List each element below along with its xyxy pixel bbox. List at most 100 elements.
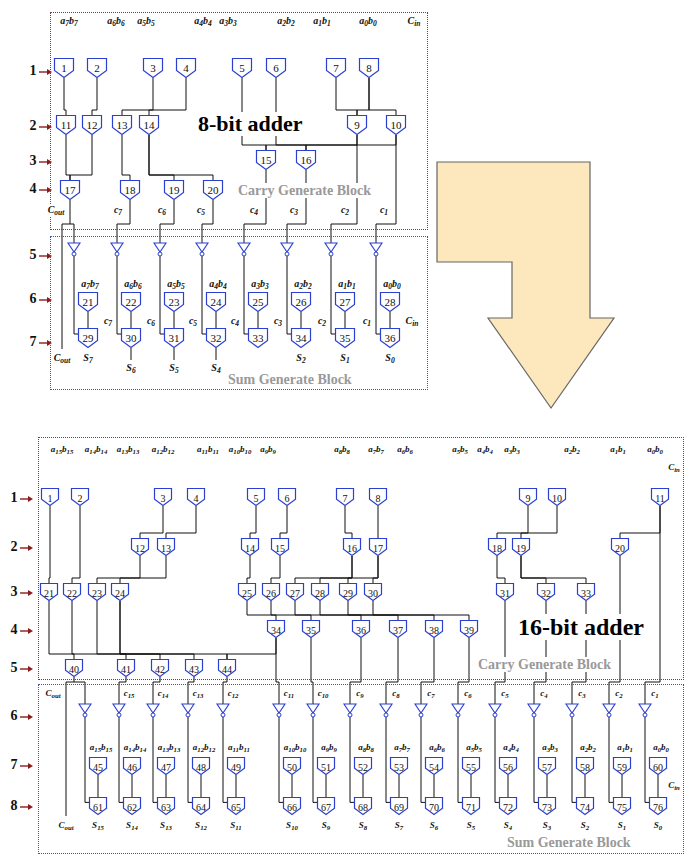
gate-box: 5	[247, 488, 265, 506]
gate-box: 53	[390, 757, 408, 775]
gate-outline	[463, 798, 480, 815]
signal-label: a4b4	[208, 278, 228, 290]
gate-outline	[186, 660, 203, 677]
signal-label: a7b7	[393, 742, 411, 752]
gate-box: 20	[611, 538, 629, 556]
inverter-symbol	[639, 704, 651, 713]
gate-outline	[152, 660, 169, 677]
gate-number: 33	[253, 332, 264, 344]
gate-box: 64	[192, 797, 210, 815]
gate-box: 14	[241, 538, 259, 556]
wire	[120, 601, 227, 659]
gate-box: 36	[352, 620, 370, 638]
gate-number: 20	[615, 543, 625, 554]
wire	[72, 601, 126, 659]
inverter-symbol	[196, 243, 208, 252]
gate-outline	[348, 116, 367, 135]
inverter-symbol	[643, 713, 647, 717]
gate-box: 6	[266, 58, 286, 78]
gate-outline	[292, 329, 311, 348]
gate-outline	[121, 181, 140, 200]
gate-box: 35	[302, 620, 320, 638]
gate-number: 11	[655, 493, 665, 504]
gate-box: 31	[164, 328, 184, 348]
gate-box: 50	[283, 757, 301, 775]
gate-outline	[355, 798, 372, 815]
signal-label: S5	[466, 820, 476, 830]
gate-box: 11	[651, 488, 669, 506]
gate-box: 42	[151, 659, 169, 677]
gate-outline	[312, 584, 329, 601]
gate-outline	[242, 539, 259, 556]
row-pointer	[20, 716, 29, 717]
gate-box: 45	[89, 757, 107, 775]
gate-number: 29	[83, 332, 94, 344]
wire	[622, 775, 623, 797]
gate-number: 45	[93, 762, 103, 773]
wire	[202, 200, 213, 334]
gate-number: 56	[503, 762, 513, 773]
block-title: Sum Generate Block	[226, 372, 354, 387]
gate-outline	[158, 758, 175, 775]
signal-label: a7b7	[59, 15, 79, 27]
row-number: 3	[29, 153, 38, 169]
signal-label: Cin	[407, 15, 422, 27]
gate-box: 73	[538, 797, 556, 815]
gate-outline	[614, 758, 631, 775]
signal-label: S10	[285, 820, 299, 830]
gate-box: 72	[499, 797, 517, 815]
gate-outline	[64, 584, 81, 601]
gate-number: 47	[161, 762, 171, 773]
signal-label: c7	[113, 204, 123, 216]
wire	[390, 312, 391, 328]
gate-number: 2	[94, 62, 100, 74]
gate-outline	[41, 584, 58, 601]
gate-box: 9	[347, 115, 367, 135]
gate-outline	[391, 798, 408, 815]
gate-number: 32	[211, 332, 222, 344]
gate-number: 6	[273, 62, 279, 74]
gate-outline	[89, 584, 106, 601]
wire	[363, 775, 364, 797]
signal-label: a11b11	[227, 742, 251, 752]
gate-outline	[83, 116, 102, 135]
wire	[97, 556, 140, 583]
gate-box: 66	[283, 797, 301, 815]
wire	[326, 775, 327, 797]
gate-number: 37	[393, 625, 403, 636]
signal-label: c4	[249, 204, 259, 216]
gate-box: 14	[139, 115, 159, 135]
signal-label: c5	[500, 688, 509, 698]
wire	[64, 78, 66, 115]
gate-outline	[497, 584, 514, 601]
gate-number: 69	[394, 802, 404, 813]
signal-label: c8	[391, 688, 400, 698]
gate-box: 3	[143, 58, 163, 78]
gate-number: 22	[67, 588, 77, 599]
inverter-symbol	[217, 704, 229, 713]
gate-number: 1	[48, 493, 53, 504]
wire	[348, 556, 352, 583]
gate-box: 16	[343, 538, 361, 556]
wire	[306, 135, 396, 150]
signal-label: a6b6	[428, 742, 446, 752]
wire	[434, 775, 435, 797]
gate-outline	[257, 151, 276, 170]
wire	[369, 78, 396, 115]
gate-outline	[652, 489, 669, 506]
gate-number: 4	[183, 62, 189, 74]
gate-number: 72	[503, 802, 513, 813]
gate-outline	[113, 116, 132, 135]
gate-box: 1	[54, 58, 74, 78]
gate-outline	[650, 758, 667, 775]
gate-number: 23	[92, 588, 102, 599]
row-pointer	[28, 590, 33, 596]
wire	[201, 775, 202, 797]
gate-outline	[650, 798, 667, 815]
gate-number: 52	[358, 762, 368, 773]
signal-label: a12b12	[151, 444, 176, 454]
signal-label: S0	[653, 820, 663, 830]
wire	[320, 556, 378, 583]
gate-box: 15	[256, 150, 276, 170]
